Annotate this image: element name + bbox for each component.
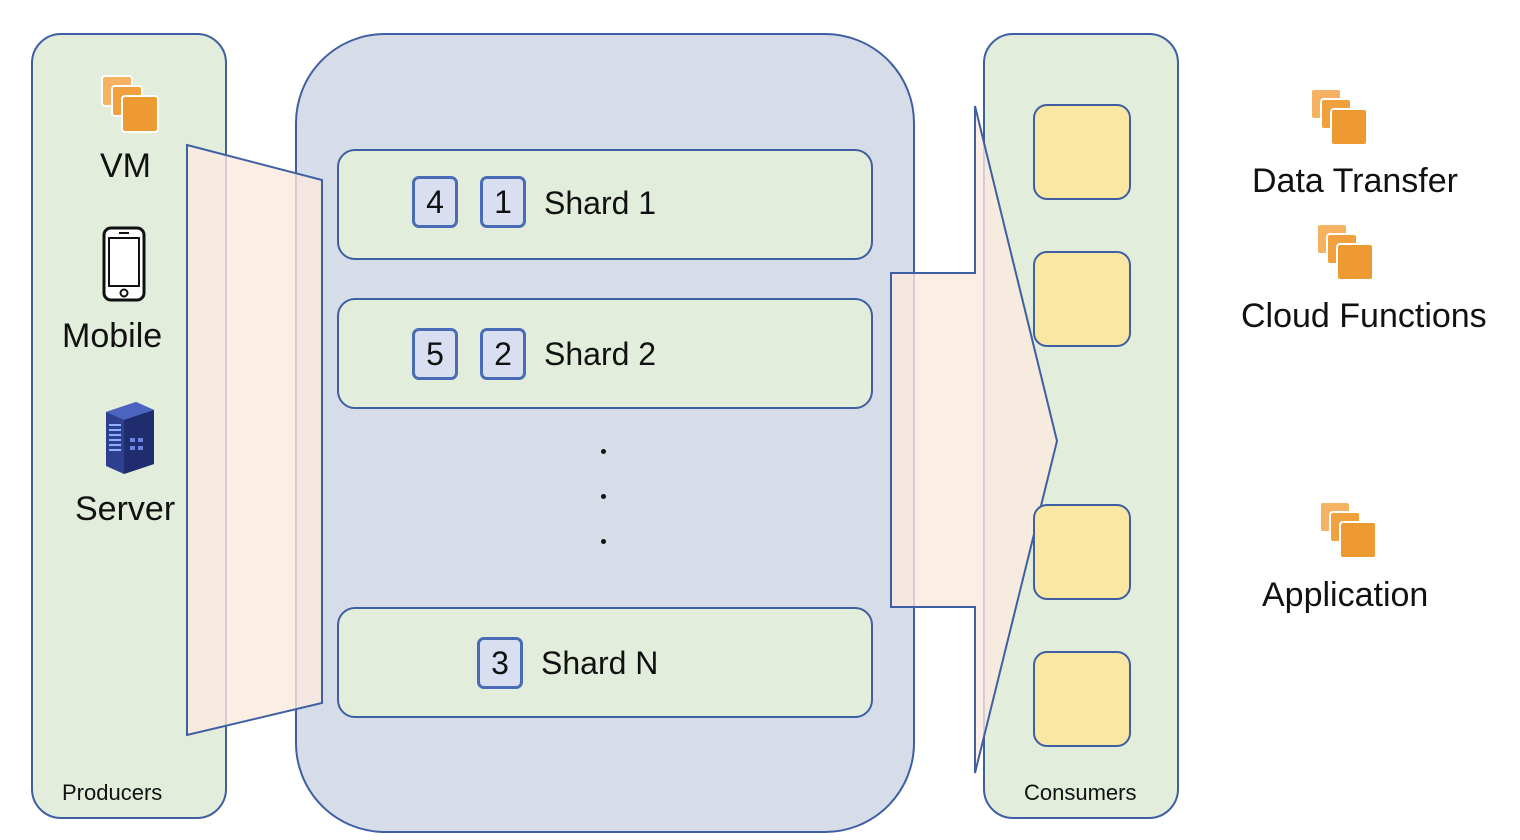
cloud-functions-label: Cloud Functions bbox=[1241, 297, 1487, 335]
consumer-slot bbox=[1033, 504, 1131, 600]
consumer-slot bbox=[1033, 251, 1131, 347]
application-label: Application bbox=[1262, 576, 1429, 614]
ellipsis-dot bbox=[601, 449, 606, 454]
mobile-label: Mobile bbox=[62, 317, 163, 355]
server-label: Server bbox=[75, 490, 176, 528]
data-transfer-label: Data Transfer bbox=[1252, 162, 1458, 200]
mobile-phone-icon bbox=[102, 226, 146, 302]
output-arrow bbox=[890, 105, 1059, 774]
record-tile: 1 bbox=[480, 176, 526, 228]
ellipsis-dot bbox=[601, 494, 606, 499]
shard-1-row bbox=[337, 149, 873, 260]
vm-stack-icon bbox=[101, 75, 159, 133]
record-tile: 4 bbox=[412, 176, 458, 228]
record-tile: 5 bbox=[412, 328, 458, 380]
consumers-title: Consumers bbox=[1024, 780, 1137, 805]
server-icon bbox=[106, 402, 154, 474]
shard-2-label: Shard 2 bbox=[544, 336, 657, 372]
shard-n-label: Shard N bbox=[541, 645, 659, 681]
ingest-funnel bbox=[186, 143, 323, 737]
shard-1-label: Shard 1 bbox=[544, 185, 657, 221]
record-tile: 2 bbox=[480, 328, 526, 380]
consumer-slot bbox=[1033, 104, 1131, 200]
shard-n-row bbox=[337, 607, 873, 718]
ellipsis-dot bbox=[601, 539, 606, 544]
data-transfer-icon bbox=[1310, 88, 1368, 146]
application-icon bbox=[1319, 501, 1377, 559]
consumer-slot bbox=[1033, 651, 1131, 747]
producers-title: Producers bbox=[62, 780, 163, 805]
record-tile: 3 bbox=[477, 637, 523, 689]
vm-label: VM bbox=[100, 147, 151, 185]
cloud-functions-icon bbox=[1316, 223, 1374, 281]
